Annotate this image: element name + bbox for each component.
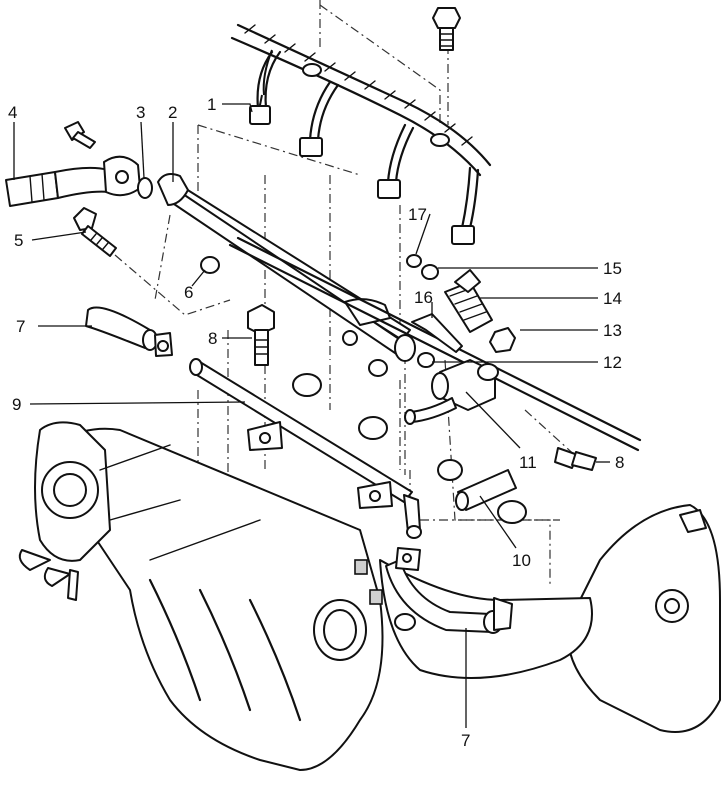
- callout-12: 12: [603, 353, 622, 372]
- o-ring-3: [137, 177, 153, 199]
- callout-1: 1: [207, 95, 216, 114]
- callout-8-upper: 8: [208, 329, 217, 348]
- o-ring-17: [406, 254, 422, 268]
- callout-11: 11: [519, 453, 537, 472]
- rail-pipe-9: [189, 358, 422, 539]
- callout-14: 14: [603, 289, 622, 308]
- fuel-hose-assembly: [5, 155, 141, 207]
- bolt-5: [73, 207, 117, 257]
- callout-16: 16: [414, 288, 433, 307]
- o-ring-12: [417, 352, 435, 368]
- injector-14: [444, 269, 493, 333]
- bolt-8-right: [554, 447, 597, 471]
- intake-manifold: [18, 421, 384, 771]
- seal-15: [421, 264, 439, 280]
- callout-3: 3: [136, 103, 145, 122]
- fuel-rail: [157, 173, 416, 377]
- callout-7-upper: 7: [16, 317, 25, 336]
- callout-leaders: [13, 103, 610, 728]
- callout-5: 5: [14, 231, 23, 250]
- intake-gaskets: [292, 373, 527, 524]
- sleeve-16: [411, 313, 463, 353]
- top-bolt: [432, 7, 461, 51]
- bolt-8-upper: [247, 304, 275, 366]
- hose-7-upper: [85, 306, 173, 357]
- callout-13: 13: [603, 321, 622, 340]
- callout-9: 9: [12, 395, 21, 414]
- callout-labels: 1 2 3 4 5 6 7 7 8 8 9 10 11 12 13 14 15 …: [8, 95, 624, 750]
- callout-6: 6: [184, 283, 193, 302]
- wiring-harness: [230, 23, 492, 245]
- callout-15: 15: [603, 259, 622, 278]
- nut-13: [489, 327, 516, 353]
- callout-4: 4: [8, 103, 17, 122]
- callout-17: 17: [408, 205, 427, 224]
- hose-10: [455, 469, 517, 511]
- flange-bolt: [64, 121, 96, 149]
- callout-2: 2: [168, 103, 177, 122]
- pressure-regulator-11: [404, 359, 499, 425]
- hose-7-lower: [385, 547, 513, 634]
- callout-10: 10: [512, 551, 531, 570]
- callout-7-lower: 7: [461, 731, 470, 750]
- callout-8-right: 8: [615, 453, 624, 472]
